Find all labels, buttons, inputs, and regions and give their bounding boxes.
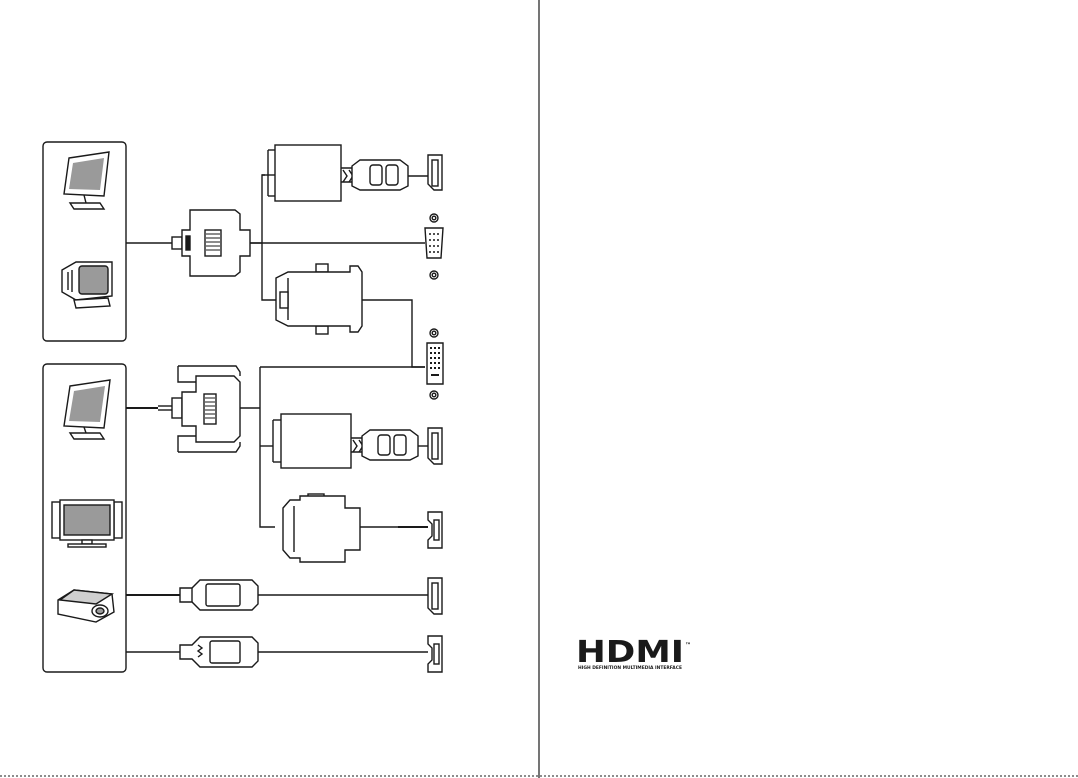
dvi-port-icon bbox=[427, 329, 443, 399]
hdmi-cable-plug bbox=[180, 637, 258, 667]
dvi-adapter bbox=[276, 264, 362, 334]
displayport-port-icon bbox=[428, 155, 442, 190]
projector-icon bbox=[58, 590, 114, 622]
flat-tv-icon bbox=[52, 500, 122, 547]
displayport-port-icon bbox=[428, 578, 442, 614]
crt-monitor-icon bbox=[62, 262, 112, 308]
hdmi-port-icon bbox=[428, 512, 442, 548]
hdmi-logo-trademark: ™ bbox=[685, 642, 691, 649]
displayport-adapter bbox=[273, 414, 428, 468]
hdmi-port-icon bbox=[428, 636, 442, 672]
vga-port-icon bbox=[425, 214, 443, 279]
dvi-to-hdmi-adapter bbox=[283, 494, 428, 562]
hdmi-cable-plug bbox=[180, 580, 258, 610]
displayport-adapter bbox=[268, 145, 428, 201]
dvi-d-connector bbox=[172, 366, 240, 452]
hdmi-logo-tagline: HIGH DEFINITION MULTIMEDIA INTERFACE bbox=[578, 665, 682, 670]
hdmi-logo: HDMI ™ HIGH DEFINITION MULTIMEDIA INTERF… bbox=[576, 635, 691, 670]
dvi-a-connector bbox=[172, 210, 250, 276]
lcd-monitor-icon bbox=[64, 380, 110, 439]
displayport-port-icon bbox=[428, 428, 442, 464]
lcd-monitor-icon bbox=[64, 152, 109, 209]
